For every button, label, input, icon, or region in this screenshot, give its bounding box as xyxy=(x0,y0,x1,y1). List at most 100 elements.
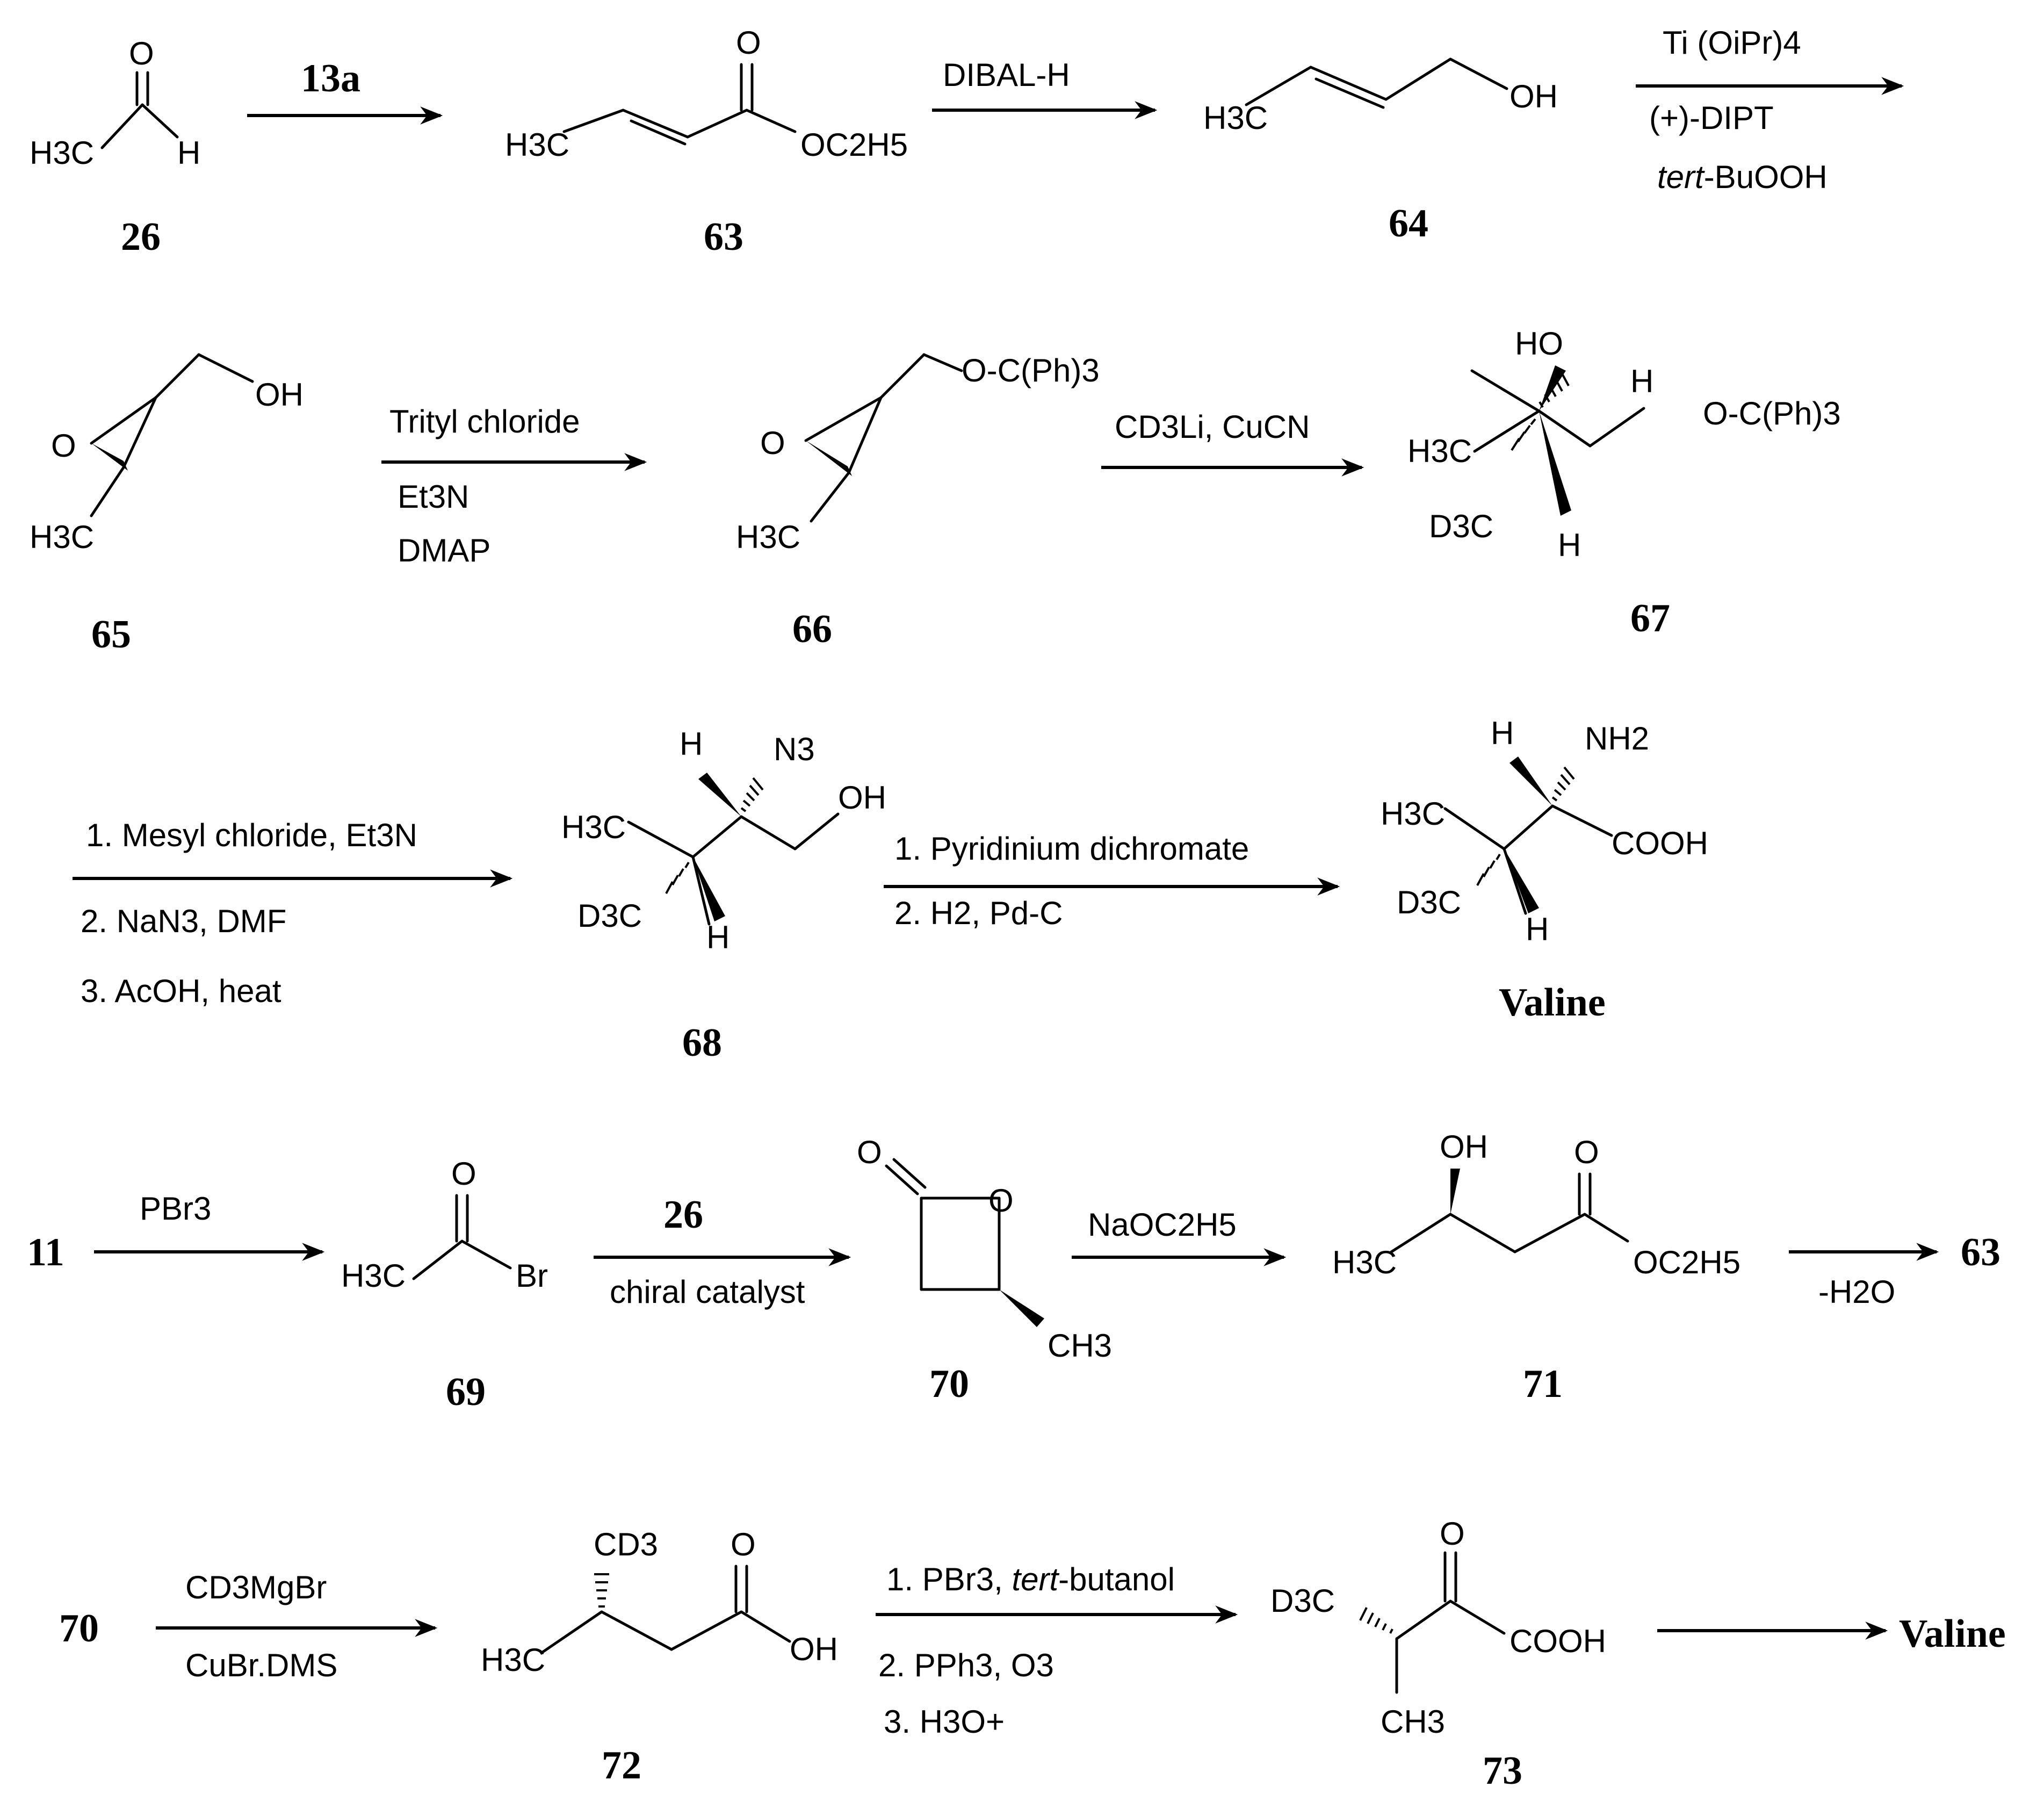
reagent-label: Ti (OiPr)4 xyxy=(1663,25,1801,61)
reagent-label: (+)-DIPT xyxy=(1649,100,1774,136)
reaction-arrow-1: 13a xyxy=(247,56,443,125)
compound-65: O OH H3C 65 xyxy=(30,353,304,657)
atom-label: H xyxy=(680,726,703,762)
reagent-label: 1. Mesyl chloride, Et3N xyxy=(86,817,417,853)
compound-number: 63 xyxy=(1961,1230,2000,1274)
compound-number: Valine xyxy=(1899,1612,2006,1656)
compound-71: OH O H3C OC2H5 71 xyxy=(1332,1129,1740,1406)
atom-label: HO xyxy=(1515,326,1563,362)
reagent-label: CuBr.DMS xyxy=(185,1647,337,1683)
atom-label: O xyxy=(1574,1134,1599,1170)
atom-label: CH3 xyxy=(1048,1328,1112,1364)
compound-26: O H3C H 26 xyxy=(30,35,200,259)
compound-number: 11 xyxy=(27,1230,64,1274)
compound-number: 65 xyxy=(91,612,131,657)
reagent-label: 2. PPh3, O3 xyxy=(878,1647,1054,1683)
compound-70-repeat: 70 xyxy=(59,1606,99,1651)
compound-64: H3C OH 64 xyxy=(1203,57,1558,246)
compound-number: 66 xyxy=(792,607,832,651)
reagent-label: Et3N xyxy=(398,479,469,515)
compound-number: 70 xyxy=(59,1606,99,1651)
compound-number: 26 xyxy=(121,215,161,259)
reagent-label: -H2O xyxy=(1818,1274,1895,1310)
compound-number: 68 xyxy=(682,1021,722,1065)
atom-label: O xyxy=(988,1183,1014,1219)
reagent-label: 2. H2, Pd-C xyxy=(894,895,1063,931)
atom-label: OC2H5 xyxy=(800,127,908,163)
compound-68: H N3 OH H3C D3C H 68 xyxy=(561,726,886,1065)
compound-valine-repeat: Valine xyxy=(1899,1612,2006,1656)
atom-label: O xyxy=(451,1156,476,1192)
atom-label: D3C xyxy=(1270,1583,1335,1619)
compound-number: 63 xyxy=(704,215,743,259)
reagent-label: DMAP xyxy=(398,532,490,568)
reagent-label: chiral catalyst xyxy=(610,1274,805,1310)
atom-label: H3C xyxy=(1381,796,1445,832)
atom-label: CD3 xyxy=(594,1526,658,1562)
compound-73: O D3C COOH CH3 73 xyxy=(1270,1516,1606,1793)
reagent-label: NaOC2H5 xyxy=(1088,1207,1237,1243)
reaction-arrow-8: PBr3 xyxy=(94,1191,325,1261)
atom-label: H3C xyxy=(30,519,94,555)
compound-number: 64 xyxy=(1389,201,1428,246)
atom-label: H xyxy=(1558,527,1581,563)
atom-label: O xyxy=(857,1134,882,1170)
atom-label: O xyxy=(731,1526,756,1562)
compound-number: 73 xyxy=(1483,1749,1522,1793)
atom-label: H xyxy=(177,135,200,171)
compound-66: O O-C(Ph)3 H3C 66 xyxy=(736,352,1100,651)
atom-label: O xyxy=(760,425,785,461)
reagent-label: 1. PBr3, tert-butanol xyxy=(886,1561,1175,1597)
reagent-label: 13a xyxy=(301,56,360,100)
compound-69: O H3C Br 69 xyxy=(341,1156,548,1414)
reagent-label: Trityl chloride xyxy=(389,403,580,439)
atom-label: Br xyxy=(516,1258,548,1294)
compound-number: 71 xyxy=(1523,1362,1563,1406)
atom-label: O xyxy=(736,25,761,61)
atom-label: H xyxy=(1630,363,1653,399)
reagent-label: DIBAL-H xyxy=(943,57,1070,93)
compound-valine: H NH2 H3C COOH D3C H Valine xyxy=(1381,715,1708,1025)
compound-number: 69 xyxy=(446,1370,486,1414)
reagent-label: CD3Li, CuCN xyxy=(1115,409,1310,445)
atom-label: OC2H5 xyxy=(1633,1244,1740,1280)
atom-label: H xyxy=(1526,911,1549,947)
reaction-arrow-12: CD3MgBr CuBr.DMS xyxy=(156,1569,438,1683)
compound-number: Valine xyxy=(1499,981,1606,1025)
atom-label: NH2 xyxy=(1585,720,1649,756)
atom-label: H3C xyxy=(1203,100,1268,136)
reagent-label: 1. Pyridinium dichromate xyxy=(894,831,1249,867)
atom-label: OH xyxy=(1440,1129,1488,1165)
reaction-arrow-5: CD3Li, CuCN xyxy=(1101,409,1364,477)
reaction-arrow-6: 1. Mesyl chloride, Et3N 2. NaN3, DMF 3. … xyxy=(73,817,513,1009)
atom-label: H xyxy=(706,919,730,955)
atom-label: O-C(Ph)3 xyxy=(962,352,1100,388)
atom-label: H3C xyxy=(30,135,94,171)
reagent-label: 26 xyxy=(663,1193,703,1237)
atom-label: N3 xyxy=(774,731,815,767)
compound-72: CD3 O H3C OH 72 xyxy=(481,1526,838,1788)
atom-label: H3C xyxy=(561,809,626,845)
atom-label: H3C xyxy=(341,1258,406,1294)
reagent-label: PBr3 xyxy=(140,1191,211,1227)
reagent-label: 2. NaN3, DMF xyxy=(81,903,286,939)
atom-label: OH xyxy=(255,377,304,413)
atom-label: H3C xyxy=(481,1642,545,1678)
reagent-label: tert-BuOOH xyxy=(1657,159,1828,195)
atom-label: OH xyxy=(1509,78,1558,114)
reagent-label: 3. AcOH, heat xyxy=(81,973,281,1009)
atom-label: OH xyxy=(790,1631,838,1667)
compound-number: 67 xyxy=(1630,596,1670,640)
atom-label: O-C(Ph)3 xyxy=(1703,395,1841,431)
reaction-arrow-13: 1. PBr3, tert-butanol 2. PPh3, O3 3. H3O… xyxy=(876,1561,1238,1740)
atom-label: OH xyxy=(838,780,886,816)
reaction-arrow-9: 26 chiral catalyst xyxy=(594,1193,851,1310)
atom-label: O xyxy=(129,35,154,71)
reaction-arrow-2: DIBAL-H xyxy=(932,57,1158,119)
compound-11: 11 xyxy=(27,1230,64,1274)
compound-number: 72 xyxy=(602,1743,641,1788)
compound-63: O H3C OC2H5 63 xyxy=(505,25,908,259)
reaction-arrow-4: Trityl chloride Et3N DMAP xyxy=(381,403,647,568)
reaction-arrow-3: Ti (OiPr)4 (+)-DIPT tert-BuOOH xyxy=(1636,25,1904,195)
